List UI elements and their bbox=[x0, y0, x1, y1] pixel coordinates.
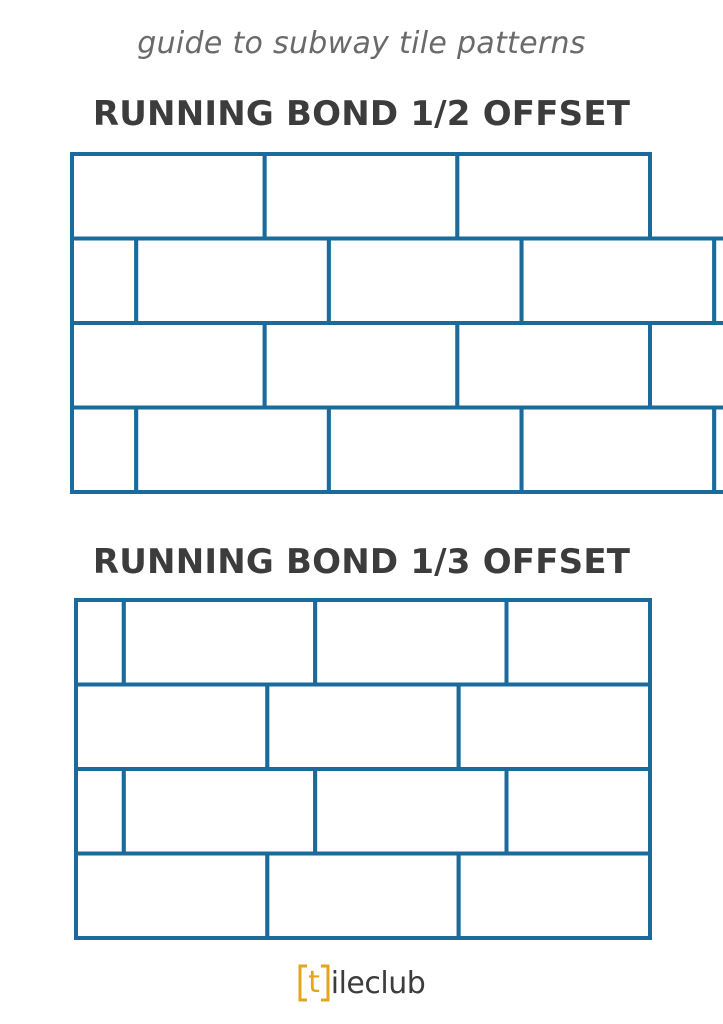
tile bbox=[74, 767, 126, 856]
tile bbox=[70, 152, 267, 241]
tile bbox=[519, 405, 717, 494]
tile bbox=[121, 767, 318, 856]
tile bbox=[74, 682, 270, 771]
tile bbox=[70, 236, 139, 325]
tile bbox=[504, 598, 652, 687]
tile bbox=[134, 236, 331, 325]
tile bbox=[265, 682, 461, 771]
page-subtitle: guide to subway tile patterns bbox=[137, 26, 586, 61]
tile bbox=[456, 682, 652, 771]
tile bbox=[265, 851, 461, 940]
tile bbox=[262, 321, 460, 410]
pattern-title-third-offset: RUNNING BOND 1/3 OFFSET bbox=[92, 542, 631, 582]
pattern-title-half-offset: RUNNING BOND 1/2 OFFSET bbox=[92, 94, 631, 134]
logo-text: ileclub bbox=[330, 966, 426, 1001]
tile bbox=[74, 851, 270, 940]
tile bbox=[121, 598, 318, 687]
logo-box-icon: t bbox=[298, 964, 330, 1002]
tile bbox=[262, 152, 460, 241]
tile bbox=[455, 152, 653, 241]
tile bbox=[504, 767, 652, 856]
tile bbox=[326, 405, 524, 494]
tile bbox=[455, 321, 653, 410]
tile bbox=[74, 598, 126, 687]
tile bbox=[712, 236, 723, 325]
tile bbox=[70, 405, 139, 494]
tile bbox=[456, 851, 652, 940]
tile bbox=[134, 405, 331, 494]
tile bbox=[326, 236, 524, 325]
tile bbox=[519, 236, 717, 325]
tile bbox=[313, 767, 509, 856]
tile bbox=[712, 405, 723, 494]
tileclub-logo: t ileclub bbox=[0, 964, 723, 1002]
tile bbox=[313, 598, 509, 687]
logo-box-letter: t bbox=[308, 965, 320, 1000]
tile bbox=[70, 321, 267, 410]
